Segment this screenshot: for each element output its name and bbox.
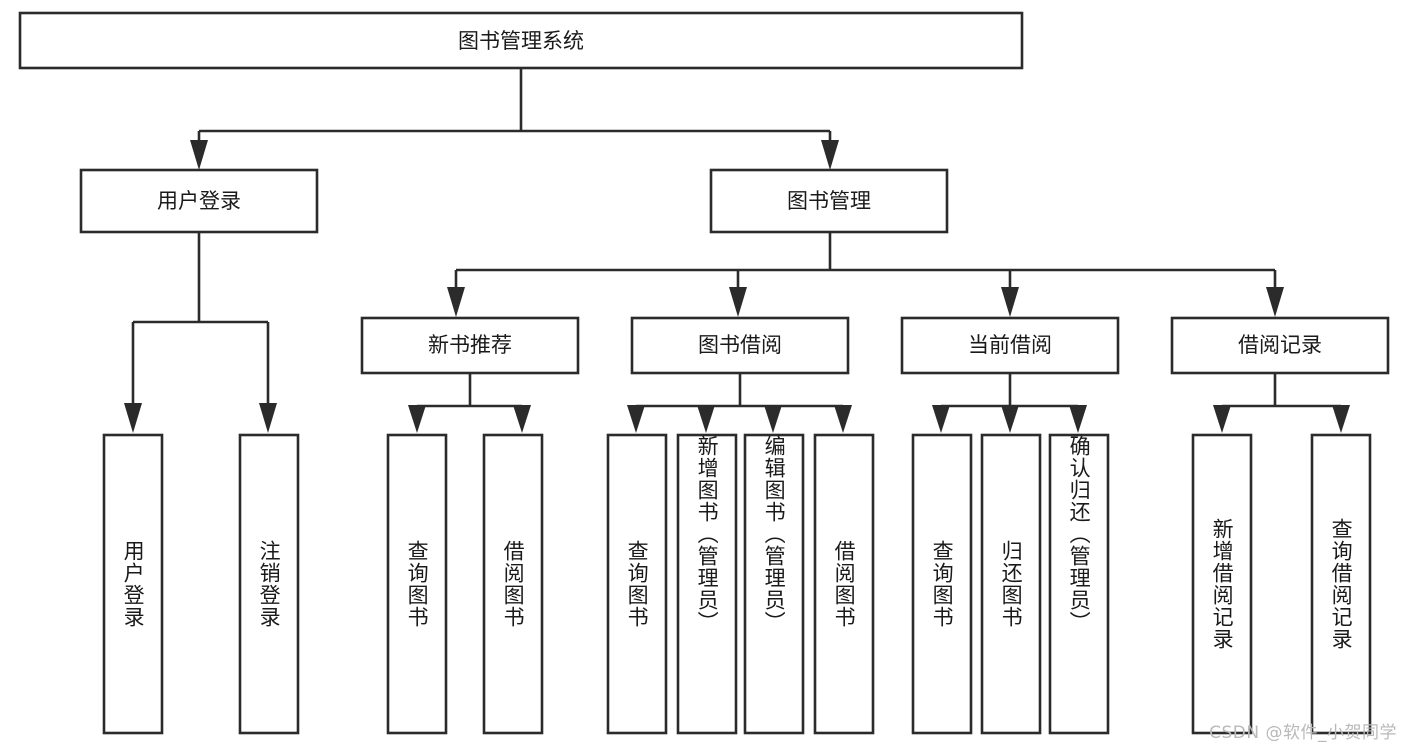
node-book-manage[interactable]: 图书管理 <box>709 168 949 234</box>
arrow-to-book-manage <box>821 140 839 170</box>
arrow-borrow-child-3 <box>764 405 782 433</box>
node-book-borrow[interactable]: 图书借阅 <box>630 316 850 375</box>
arrow-borrow-child-4 <box>834 405 852 433</box>
arrow-newbook-child-2 <box>513 405 531 433</box>
arrow-current-child-2 <box>1001 405 1019 433</box>
connector-group-book-borrow <box>627 373 852 433</box>
arrow-to-book-borrow <box>729 287 747 317</box>
node-current-borrow[interactable]: 当前借阅 <box>900 316 1120 375</box>
node-book-borrow-box[interactable] <box>630 316 850 375</box>
connector-group-book-manage <box>447 232 1284 317</box>
arrow-to-leaf-user-login <box>124 403 142 433</box>
leaf-box-group <box>102 433 1372 735</box>
leaf-box-user-login[interactable] <box>102 433 164 735</box>
leaf-box-return-book[interactable] <box>980 433 1042 735</box>
leaf-box-query-borrow-record[interactable] <box>1310 433 1372 735</box>
arrow-newbook-child-1 <box>408 405 426 433</box>
node-root[interactable]: 图书管理系统 <box>18 11 1024 70</box>
arrow-borrow-child-1 <box>627 405 645 433</box>
arrow-to-borrow-record <box>1266 287 1284 317</box>
node-user-login[interactable]: 用户登录 <box>79 168 319 234</box>
node-user-login-label: 用户登录 <box>157 189 241 213</box>
arrow-borrow-child-2 <box>697 405 715 433</box>
node-book-manage-box[interactable] <box>709 168 949 234</box>
arrow-current-child-1 <box>932 405 950 433</box>
leaf-box-confirm-return-admin[interactable] <box>1048 433 1110 735</box>
node-root-box[interactable] <box>18 11 1024 70</box>
node-user-login-box[interactable] <box>79 168 319 234</box>
node-borrow-record-label: 借阅记录 <box>1238 333 1322 357</box>
leaf-box-add-book-admin[interactable] <box>676 433 738 735</box>
node-new-book-rec[interactable]: 新书推荐 <box>360 316 580 375</box>
leaf-box-edit-book-admin[interactable] <box>743 433 805 735</box>
node-book-borrow-label: 图书借阅 <box>698 333 782 357</box>
node-new-book-rec-box[interactable] <box>360 316 580 375</box>
node-current-borrow-label: 当前借阅 <box>968 333 1052 357</box>
node-new-book-rec-label: 新书推荐 <box>428 333 512 357</box>
connector-group-root <box>190 68 839 170</box>
connector-group-current-borrow <box>932 373 1087 433</box>
node-root-label: 图书管理系统 <box>458 29 584 53</box>
leaf-box-query-book-1[interactable] <box>386 433 448 735</box>
leaf-box-logout[interactable] <box>238 433 300 735</box>
arrow-record-child-2 <box>1332 405 1350 433</box>
node-current-borrow-box[interactable] <box>900 316 1120 375</box>
leaf-box-add-borrow-record[interactable] <box>1191 433 1253 735</box>
arrow-to-current-borrow <box>1001 287 1019 317</box>
arrow-to-leaf-logout <box>259 403 277 433</box>
arrow-record-child-1 <box>1213 405 1231 433</box>
node-borrow-record-box[interactable] <box>1170 316 1390 375</box>
leaf-box-borrow-book-1[interactable] <box>482 433 544 735</box>
leaf-box-query-book-3[interactable] <box>911 433 973 735</box>
connector-group-borrow-record <box>1213 373 1350 433</box>
connector-group-user-login <box>124 232 277 433</box>
watermark-text: CSDN @软件_小贺同学 <box>1209 723 1397 743</box>
leaf-box-query-book-2[interactable] <box>606 433 668 735</box>
leaf-box-borrow-book-2[interactable] <box>813 433 875 735</box>
connector-group-new-book-rec <box>408 373 531 433</box>
arrow-current-child-3 <box>1069 405 1087 433</box>
node-book-manage-label: 图书管理 <box>787 189 871 213</box>
node-borrow-record[interactable]: 借阅记录 <box>1170 316 1390 375</box>
arrow-to-new-book-rec <box>447 287 465 317</box>
arrow-to-user-login <box>190 140 208 170</box>
